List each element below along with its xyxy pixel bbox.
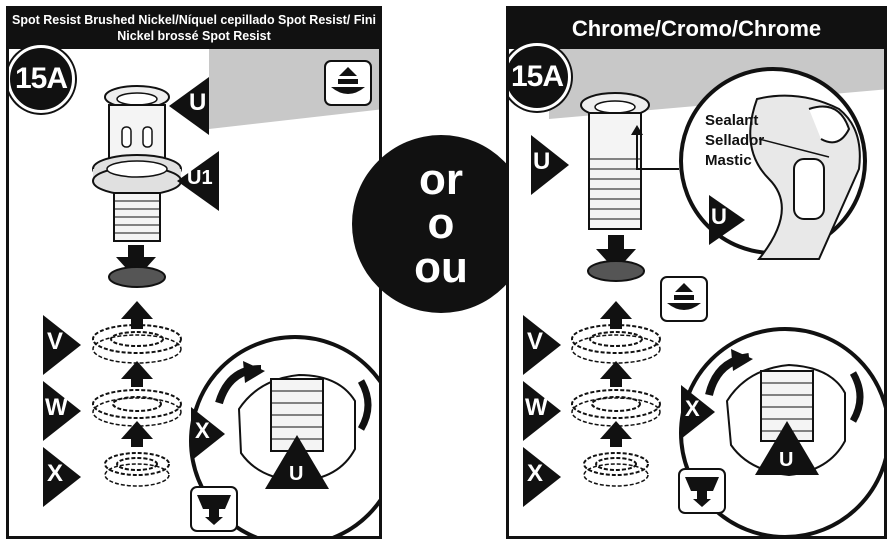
nut-ring-u1 <box>93 155 181 195</box>
left-panel: Spot Resist Brushed Nickel/Níquel cepill… <box>6 6 382 539</box>
nut-x <box>105 453 169 486</box>
sink-hole <box>109 267 165 287</box>
label-w: W <box>45 398 68 417</box>
drain-body-u-right <box>581 93 679 229</box>
divider-or: or <box>419 158 463 202</box>
threaded-shank <box>114 193 160 241</box>
nut-x-right <box>584 453 648 486</box>
sink-hole-right <box>588 261 644 281</box>
label-zoom-u: U <box>711 207 727 226</box>
label-x: X <box>47 464 63 483</box>
sealant-fr: Mastic <box>705 151 752 170</box>
label-u: U <box>189 93 206 112</box>
label-inset-x: X <box>195 421 210 440</box>
label-x-right: X <box>527 464 543 483</box>
divider-o: o <box>428 202 455 246</box>
label-v-right: V <box>527 332 543 351</box>
sink-bottom-icon-right <box>679 469 725 513</box>
gasket-v <box>93 325 181 363</box>
sink-top-icon <box>325 61 371 105</box>
sink-bottom-icon <box>191 487 237 531</box>
step-badge-left: 15A <box>7 45 75 113</box>
alternative-divider: or o ou <box>352 135 530 313</box>
gasket-v-right <box>572 325 660 363</box>
label-inset-u-right: U <box>779 451 793 470</box>
sealant-es: Sellador <box>705 131 764 150</box>
sealant-en: Sealant <box>705 111 758 130</box>
label-v: V <box>47 332 63 351</box>
washer-w <box>93 390 181 426</box>
step-badge-right: 15A <box>506 43 571 111</box>
label-u-right: U <box>533 152 550 171</box>
label-inset-u: U <box>289 465 303 484</box>
sink-top-icon-right <box>661 277 707 321</box>
label-inset-x-right: X <box>685 399 700 418</box>
label-u1: U1 <box>187 169 213 188</box>
right-panel: Chrome/Cromo/Chrome <box>506 6 887 539</box>
divider-ou: ou <box>414 246 468 290</box>
label-w-right: W <box>525 398 548 417</box>
washer-w-right <box>572 390 660 426</box>
